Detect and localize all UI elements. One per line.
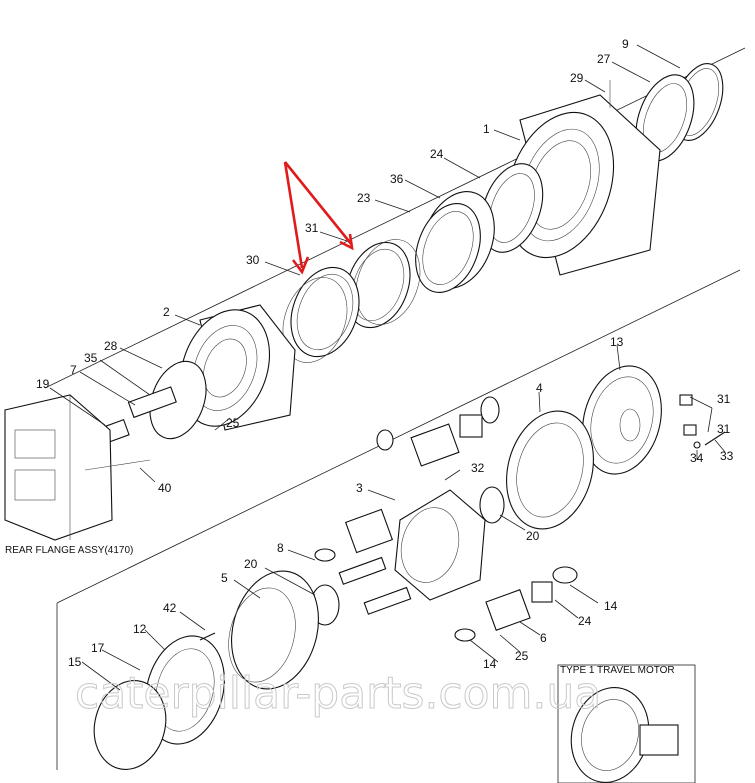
- callout-label: 12: [133, 622, 147, 636]
- callout-label: 15: [68, 655, 82, 669]
- callout-label: 1: [483, 122, 490, 136]
- part-30-32-bolts: [679, 394, 726, 449]
- watermark-text: caterpillar-parts.com.ua: [75, 668, 601, 719]
- part-13-cover: [582, 365, 662, 475]
- callout-label: 36: [390, 172, 404, 186]
- rear-flange-assy: [4, 394, 151, 541]
- callout-label: 9: [622, 37, 629, 51]
- callout-label: 14: [604, 599, 618, 613]
- callout-label: 31: [305, 221, 319, 235]
- callout-label: 17: [91, 641, 105, 655]
- leader-lines: [49, 44, 726, 691]
- callout-label: 40: [158, 481, 172, 495]
- part-15-flange: [93, 680, 167, 770]
- part-34-gear: [376, 396, 500, 467]
- callout-label: 33: [720, 449, 734, 463]
- callout-label: 19: [36, 377, 50, 391]
- frame-line-middle: [56, 269, 741, 604]
- callout-label: 27: [597, 52, 611, 66]
- callout-label: 31: [717, 392, 731, 406]
- callout-label: 6: [540, 631, 547, 645]
- callout-label: 24: [430, 147, 444, 161]
- callout-label: 2: [163, 305, 170, 319]
- callout-label: 20: [526, 529, 540, 543]
- red-arrow-left: [283, 161, 304, 269]
- part-9-washer-and-pins: [314, 548, 412, 615]
- part-31-seal-right: [345, 239, 421, 329]
- callout-label: 25: [226, 416, 240, 430]
- red-arrowhead-right: [339, 233, 354, 251]
- callout-label: 8: [277, 541, 284, 555]
- part-4-ring-gear: [506, 410, 594, 530]
- red-arrow-right: [283, 161, 354, 246]
- callout-label: 28: [104, 339, 118, 353]
- callout-label: 13: [610, 335, 624, 349]
- callout-label: 24: [578, 614, 592, 628]
- part-29-oring: [149, 360, 207, 440]
- callout-label: 14: [483, 657, 497, 671]
- part-20-washer-upper: [479, 486, 505, 524]
- type1-caption: TYPE 1 TRAVEL MOTOR: [560, 665, 675, 676]
- callout-label: 32: [471, 461, 485, 475]
- part-23-floating-seal: [415, 203, 481, 293]
- callout-label: 3: [356, 481, 363, 495]
- callout-label: 34: [690, 451, 704, 465]
- callout-label: 7: [70, 363, 77, 377]
- callout-label: 5: [221, 571, 228, 585]
- callout-label: 4: [536, 381, 543, 395]
- type1-travel-motor-box: [557, 664, 696, 783]
- part-6-planet-gear: [454, 566, 578, 642]
- part-24-bearing-lower: [480, 163, 544, 253]
- callout-labels: 9 27 29 1 24 36 23 31 30 2 28 35 7 19 25…: [36, 37, 734, 671]
- red-arrows: [283, 161, 354, 275]
- callout-label: 23: [357, 191, 371, 205]
- callout-label: 42: [163, 601, 177, 615]
- callout-label: 31: [717, 422, 731, 436]
- frame-line-upper: [44, 47, 746, 389]
- red-arrowhead-left: [291, 256, 310, 275]
- part-5-drum: [228, 570, 319, 690]
- part-31-seal-left: [282, 266, 360, 363]
- part-3-carrier: [344, 489, 486, 601]
- callout-label: 25: [515, 649, 529, 663]
- callout-label: 30: [246, 253, 260, 267]
- callout-label: 29: [570, 71, 584, 85]
- rear-flange-caption: REAR FLANGE ASSY(4170): [5, 545, 133, 556]
- callout-label: 35: [84, 351, 98, 365]
- callout-label: 20: [244, 557, 258, 571]
